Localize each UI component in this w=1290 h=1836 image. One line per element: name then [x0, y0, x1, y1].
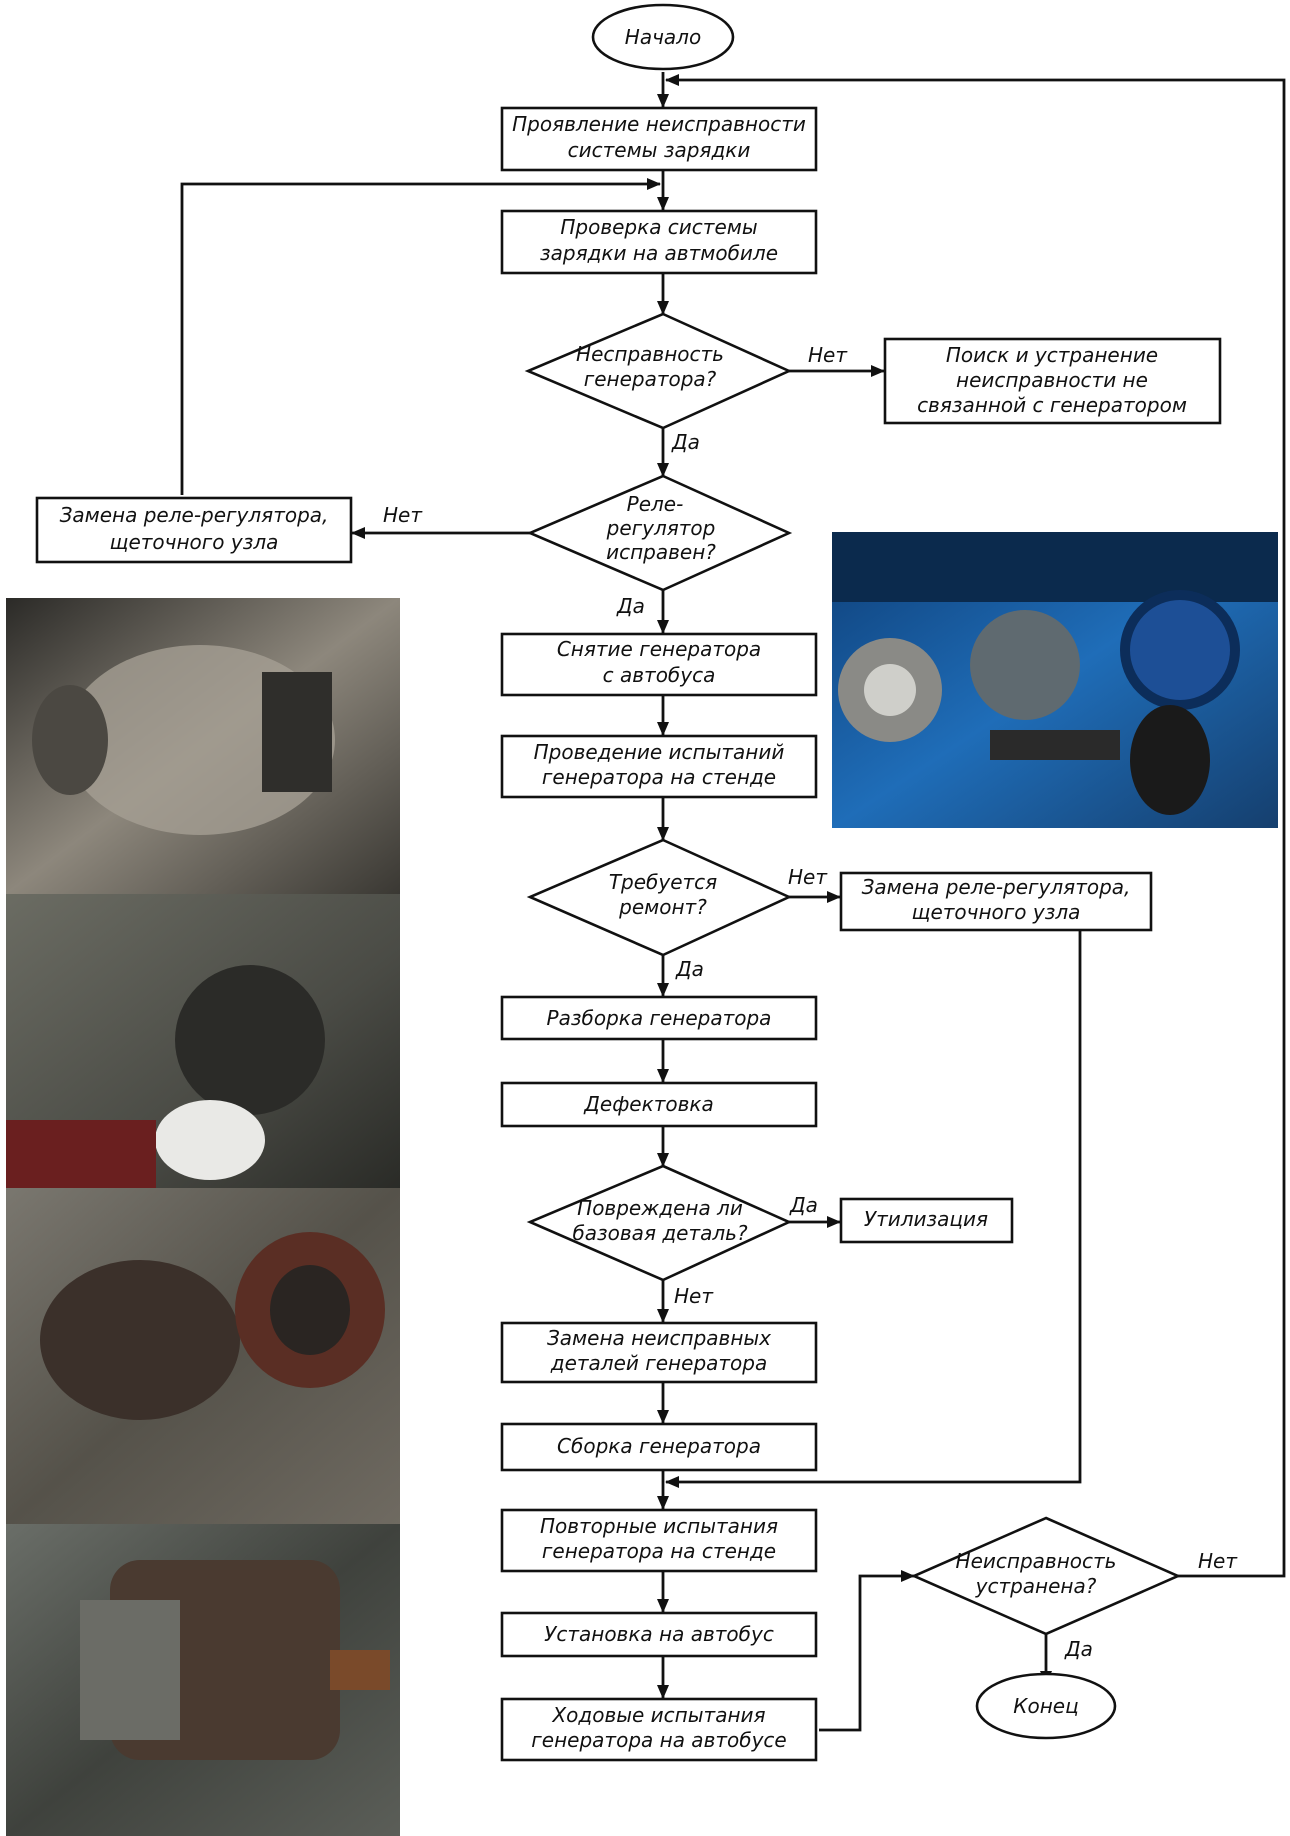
step-manifest-line2: системы зарядки: [568, 138, 751, 162]
step-replace-parts: Замена неисправных деталей генератора: [500, 1321, 818, 1384]
step-install: Установка на автобус: [500, 1611, 818, 1658]
step-manifest-line1: Проявление неисправности: [512, 112, 806, 136]
step-defect-inspection: Дефектовка: [500, 1081, 818, 1128]
generator-photo: [6, 598, 400, 894]
test-stand-photo: [832, 532, 1278, 828]
connectors: [180, 72, 1286, 1732]
step-remove-line1: Снятие генератора: [557, 637, 761, 661]
decision-repair-line1: Требуется: [609, 870, 717, 894]
step-retest-line2: генератора на стенде: [542, 1539, 776, 1563]
rotor-closeup-photo: [6, 1524, 400, 1836]
step-disassembly: Разборка генератора: [500, 995, 818, 1041]
step-search-other-fault: Поиск и устранение неисправности не связ…: [883, 337, 1222, 425]
decision-fixed-line2: устранена?: [975, 1574, 1097, 1598]
decision-fixed-line1: Неисправность: [956, 1549, 1117, 1573]
step-test-stand: Проведение испытаний генератора на стенд…: [500, 734, 818, 799]
step-check-line2: зарядки на автмобиле: [540, 241, 778, 265]
step-check-line1: Проверка системы: [560, 215, 757, 239]
decision-generator-fault-line1: Несправность: [576, 342, 724, 366]
start-terminal: Начало: [591, 3, 735, 71]
decision-relay-line1: Реле-: [627, 492, 684, 516]
step-remove-line2: с автобуса: [603, 663, 716, 687]
step-search-line3: связанной с генератором: [917, 393, 1187, 417]
step-replace-relay-left: Замена реле-регулятора, щеточного узла: [35, 496, 353, 564]
start-label: Начало: [625, 25, 701, 49]
step-replace-parts-line1: Замена неисправных: [547, 1326, 771, 1350]
step-road-test-line2: генератора на автобусе: [531, 1728, 786, 1752]
step-replace-left-line1: Замена реле-регулятора,: [60, 503, 329, 527]
rotor-stator-photo: [6, 1188, 400, 1524]
step-manifest: Проявление неисправности системы зарядки: [500, 106, 818, 172]
decision-base-line1: Повреждена ли: [577, 1196, 743, 1220]
step-check: Проверка системы зарядки на автмобиле: [500, 209, 818, 275]
decision-repair-line2: ремонт?: [618, 895, 707, 919]
step-install-label: Установка на автобус: [544, 1622, 774, 1646]
decision-base-line2: базовая деталь?: [572, 1221, 748, 1245]
step-disassembly-label: Разборка генератора: [547, 1006, 772, 1030]
edge-label-base-no: Нет: [674, 1284, 714, 1308]
decision-fault-fixed: Неисправность устранена?: [910, 1516, 1182, 1636]
edge-label-repair-no: Нет: [788, 865, 828, 889]
step-road-test: Ходовые испытания генератора на автобусе: [500, 1697, 818, 1762]
disassembly-photo: [6, 894, 400, 1188]
step-search-line2: неисправности не: [956, 368, 1148, 392]
decision-generator-fault-line2: генератора?: [584, 367, 717, 391]
step-utilization: Утилизация: [839, 1197, 1014, 1244]
edge-label-base-yes: Да: [789, 1193, 818, 1217]
step-test-stand-line2: генератора на стенде: [542, 765, 776, 789]
step-test-stand-line1: Проведение испытаний: [534, 740, 785, 764]
edge-label-generator-no: Нет: [808, 343, 848, 367]
step-road-test-line1: Ходовые испытания: [551, 1703, 765, 1727]
step-replace-right-line1: Замена реле-регулятора,: [862, 875, 1131, 899]
step-replace-parts-line2: деталей генератора: [550, 1351, 767, 1375]
edge-labels: Нет Да Нет Да Нет Да Да Нет Нет Да: [383, 343, 1238, 1661]
step-utilization-label: Утилизация: [864, 1207, 988, 1231]
edge-label-fixed-yes: Да: [1064, 1637, 1093, 1661]
decision-relay-line2: регулятор: [606, 516, 716, 540]
step-assembly: Сборка генератора: [500, 1422, 818, 1472]
step-replace-right-line2: щеточного узла: [912, 900, 1081, 924]
step-assembly-label: Сборка генератора: [557, 1434, 761, 1458]
step-retest: Повторные испытания генератора на стенде: [500, 1508, 818, 1573]
decision-repair-needed: Требуется ремонт?: [526, 838, 793, 957]
step-defect-label: Дефектовка: [583, 1092, 713, 1116]
decision-relay-ok: Реле- регулятор исправен?: [526, 474, 793, 592]
edge-label-generator-yes: Да: [671, 430, 700, 454]
end-label: Конец: [1013, 1694, 1078, 1718]
step-replace-left-line2: щеточного узла: [110, 530, 279, 554]
edge-label-fixed-no: Нет: [1198, 1549, 1238, 1573]
step-remove-generator: Снятие генератора с автобуса: [500, 632, 818, 697]
edge-label-relay-yes: Да: [616, 594, 645, 618]
decision-generator-fault: Несправность генератора?: [524, 312, 793, 430]
end-terminal: Конец: [975, 1672, 1117, 1740]
edge-label-repair-yes: Да: [675, 957, 704, 981]
edge-label-relay-no: Нет: [383, 503, 423, 527]
step-search-line1: Поиск и устранение: [946, 343, 1158, 367]
decision-relay-line3: исправен?: [606, 540, 716, 564]
step-replace-relay-right: Замена реле-регулятора, щеточного узла: [839, 871, 1153, 932]
decision-base-damaged: Повреждена ли базовая деталь?: [526, 1164, 793, 1282]
step-retest-line1: Повторные испытания: [540, 1514, 778, 1538]
